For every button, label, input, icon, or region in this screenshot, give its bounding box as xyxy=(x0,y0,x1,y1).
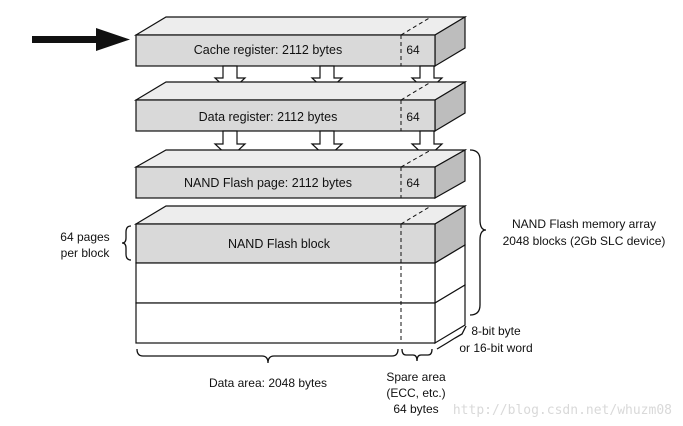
cache-register-spare-label: 64 xyxy=(406,43,420,57)
input-arrow-icon xyxy=(32,28,130,51)
nand-page-spare-label: 64 xyxy=(406,176,420,190)
word-size-label-line1: 8-bit byte xyxy=(471,324,521,338)
data-area-label: Data area: 2048 bytes xyxy=(209,376,327,390)
data-register-layer: Data register: 2112 bytes 64 xyxy=(133,80,468,133)
pages-per-block-label-line1: 64 pages xyxy=(60,230,109,244)
word-size-label-line2: or 16-bit word xyxy=(459,341,532,355)
memory-array-label-line1: NAND Flash memory array xyxy=(512,217,656,231)
spare-area-label-line3: 64 bytes xyxy=(393,402,438,416)
cache-register-layer: Cache register: 2112 bytes 64 xyxy=(133,15,468,68)
nand-page-label: NAND Flash page: 2112 bytes xyxy=(184,176,352,190)
spare-area-label-line1: Spare area xyxy=(386,370,446,384)
blank-block-front xyxy=(135,262,436,304)
pages-per-block-brace: 64 pages per block xyxy=(60,225,132,261)
word-size-brace: 8-bit byte or 16-bit word xyxy=(436,324,533,355)
nand-page-layer: NAND Flash page: 2112 bytes 64 xyxy=(133,148,468,200)
watermark-text: http://blog.csdn.net/whuzm08 xyxy=(453,403,672,418)
nand-block-stack: NAND Flash block xyxy=(133,204,468,345)
nand-block-front xyxy=(135,223,436,264)
spare-area-label-line2: (ECC, etc.) xyxy=(386,386,445,400)
data-area-brace: Data area: 2048 bytes xyxy=(136,348,399,390)
data-register-label: Data register: 2112 bytes xyxy=(199,110,338,124)
memory-array-brace: NAND Flash memory array 2048 blocks (2Gb… xyxy=(469,149,666,316)
spare-area-brace: Spare area (ECC, etc.) 64 bytes xyxy=(386,348,446,416)
nand-block-label: NAND Flash block xyxy=(228,237,331,251)
pages-per-block-label-line2: per block xyxy=(61,246,111,260)
blank-block-front xyxy=(135,302,436,344)
cache-register-label: Cache register: 2112 bytes xyxy=(194,43,342,57)
data-register-spare-label: 64 xyxy=(406,110,420,124)
memory-array-label-line2: 2048 blocks (2Gb SLC device) xyxy=(503,234,666,248)
